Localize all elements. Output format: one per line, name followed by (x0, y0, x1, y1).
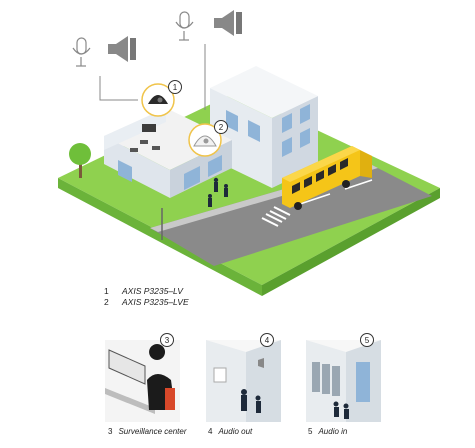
school-front-wall (104, 136, 170, 198)
legend-label: AXIS P3235–LV (122, 286, 183, 296)
caption-label: Audio out (218, 427, 253, 436)
speaker-icon (108, 36, 136, 62)
road (150, 164, 432, 266)
callout-badge-5: 5 (360, 333, 374, 347)
bus-wheel (342, 180, 350, 188)
panel-audio-out (206, 340, 281, 422)
callout-number: 5 (364, 335, 370, 345)
panel-surveillance-center (105, 340, 180, 422)
bus-front (360, 150, 372, 178)
building-windows (226, 104, 310, 157)
caption-audio-in: 5 Audio in (308, 427, 347, 436)
legend: 1 AXIS P3235–LV 2 AXIS P3235–LVE (104, 286, 189, 308)
caption-label: Surveillance center (118, 427, 187, 436)
desk (105, 388, 155, 414)
people (333, 401, 349, 419)
microphone-icon (72, 37, 91, 67)
road-marking (344, 179, 373, 190)
microphone-icon (175, 11, 194, 41)
caption-number: 5 (308, 427, 313, 436)
monitor (108, 349, 146, 385)
bus-roof (282, 146, 360, 182)
callout-number: 2 (218, 122, 224, 132)
bus-wheel (294, 202, 302, 210)
wall-side (246, 340, 281, 422)
callout-number: 1 (172, 82, 178, 92)
dome-camera-icon (193, 135, 217, 147)
legend-number: 2 (104, 297, 109, 307)
ground-edge-right (262, 188, 440, 296)
caption-label: Audio in (318, 427, 348, 436)
lockers (312, 362, 340, 396)
wall-board (213, 367, 227, 383)
door (356, 362, 370, 402)
callout-badge-2: 2 (214, 120, 228, 134)
caption-number: 4 (208, 427, 213, 436)
legend-item: 1 AXIS P3235–LV (104, 286, 189, 297)
tree-trunk (79, 160, 82, 178)
people (208, 177, 228, 207)
callout-badge-4: 4 (260, 333, 274, 347)
callout-number: 3 (164, 335, 170, 345)
dome-camera-icon (148, 95, 168, 104)
board (142, 124, 156, 132)
callout-number: 4 (264, 335, 270, 345)
panel-audio-in (306, 340, 381, 422)
ground-edge-left (58, 178, 262, 296)
callout-badge-3: 3 (160, 333, 174, 347)
school-windows (118, 155, 222, 190)
caption-audio-out: 4 Audio out (208, 427, 252, 436)
callout-badge-1: 1 (168, 80, 182, 94)
people (241, 389, 261, 413)
caption-number: 3 (108, 427, 113, 436)
classroom-desks (130, 140, 160, 152)
connection-lines (99, 44, 206, 110)
tree-crown (69, 143, 91, 165)
caption-surveillance-center: 3 Surveillance center (108, 427, 187, 436)
bus-windows (292, 158, 348, 194)
building-right-roof (210, 66, 318, 118)
legend-label: AXIS P3235–LVE (122, 297, 189, 307)
crosswalk (261, 206, 291, 227)
school-back-wall (104, 108, 166, 150)
legend-number: 1 (104, 286, 109, 296)
speaker-icon (258, 358, 264, 368)
legend-item: 2 AXIS P3235–LVE (104, 297, 189, 308)
speaker-icon (214, 10, 242, 36)
road-marking (299, 193, 331, 205)
chair (165, 388, 175, 410)
